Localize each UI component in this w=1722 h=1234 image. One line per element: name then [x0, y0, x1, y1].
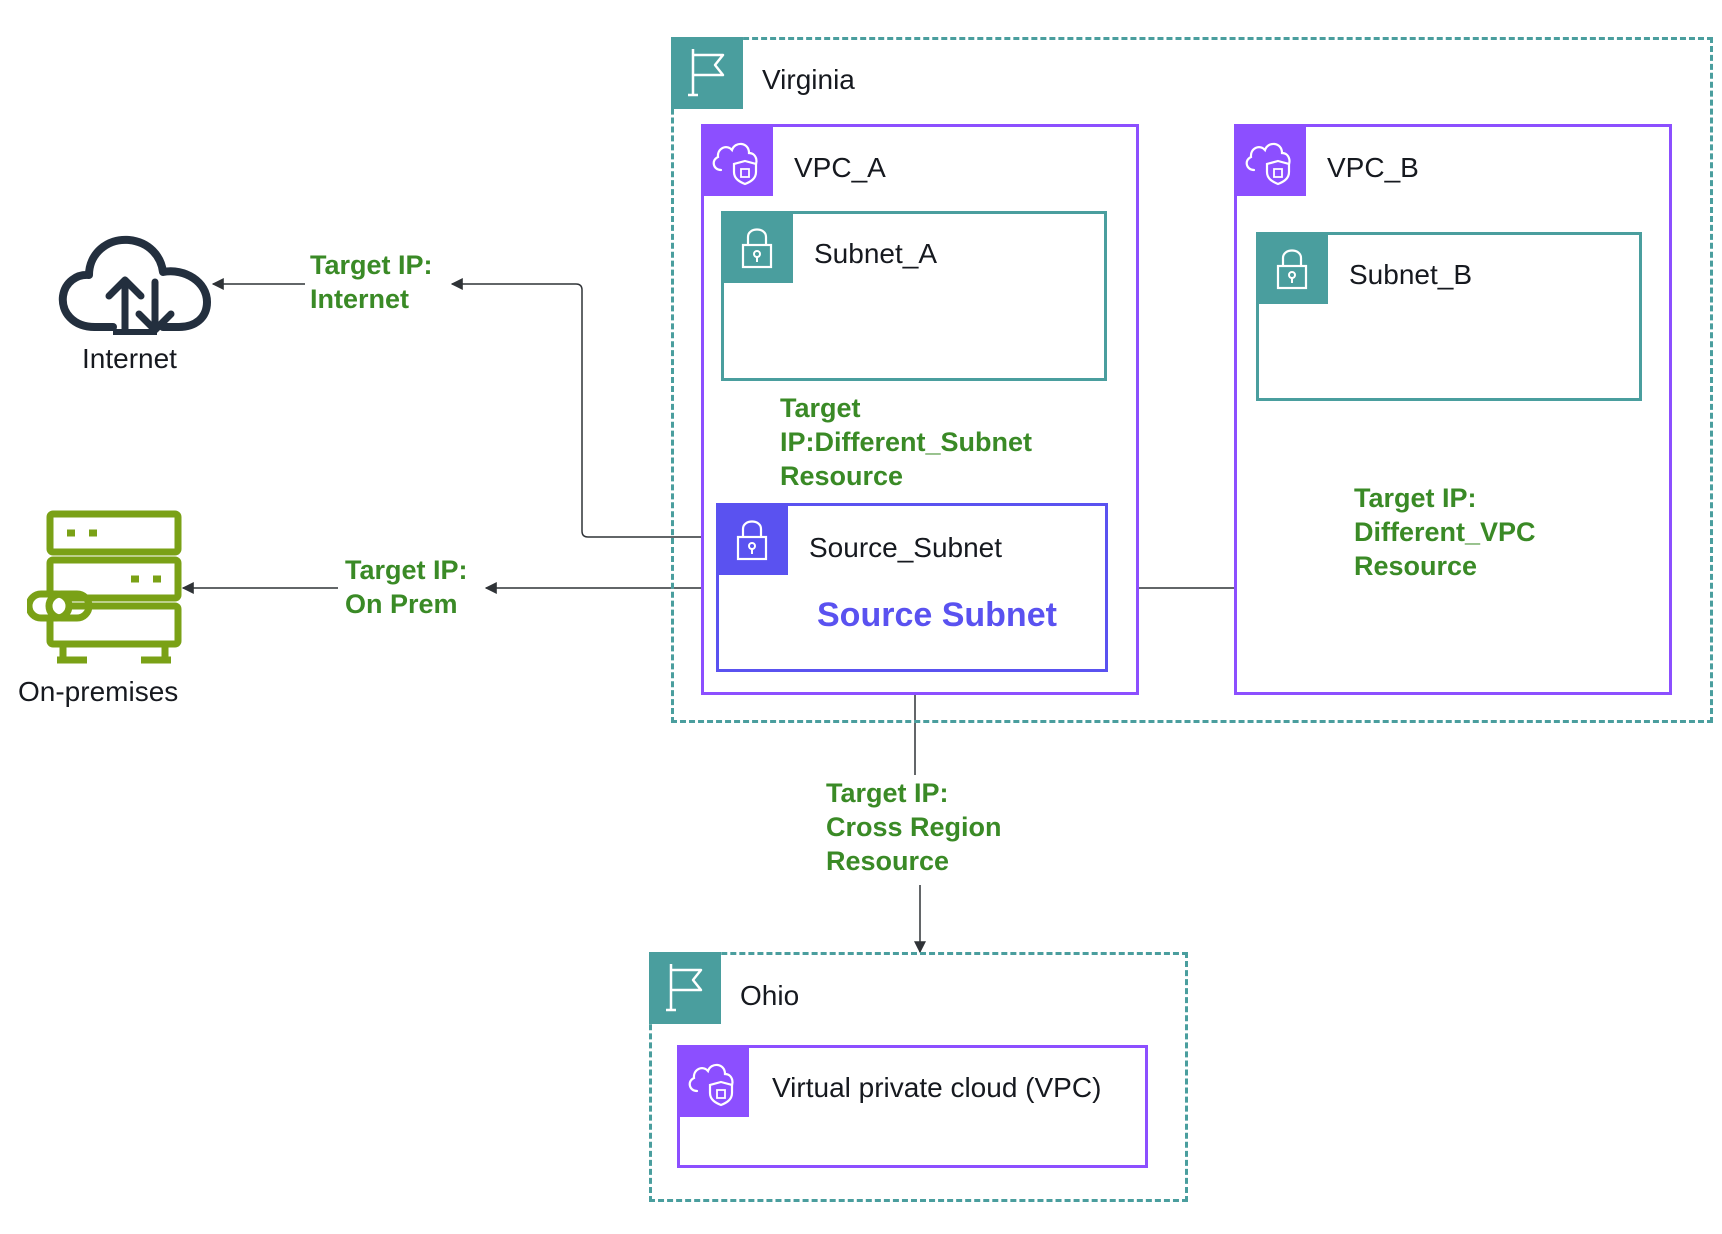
subnet-b: Subnet_B — [1256, 232, 1642, 401]
vpc-label: VPC_A — [794, 152, 886, 183]
lock-icon — [1256, 232, 1328, 304]
subnet-a: Subnet_A — [721, 211, 1107, 381]
lock-icon — [721, 211, 793, 283]
region-label: Virginia — [762, 64, 855, 95]
edge-label-different-vpc: Target IP: Different_VPC Resource — [1354, 483, 1536, 581]
subnet-label: Subnet_B — [1349, 259, 1472, 290]
onprem-node — [25, 510, 187, 670]
edge-label-different-subnet: Target IP:Different_Subnet Resource — [780, 393, 1033, 491]
source-subnet-title: Source Subnet — [817, 596, 1057, 634]
lock-icon — [716, 503, 788, 575]
vpc-ohio: Virtual private cloud (VPC) — [677, 1045, 1148, 1168]
edge-internet-line — [450, 278, 718, 538]
region-virginia: Virginia — [671, 37, 1713, 723]
subnet-label: Source_Subnet — [809, 532, 1003, 563]
flag-icon — [671, 37, 743, 109]
onprem-server-icon — [25, 510, 182, 664]
source-subnet: Source_Subnet Source Subnet — [716, 503, 1108, 672]
flag-icon — [649, 952, 721, 1024]
edge-label-onprem: Target IP: On Prem — [345, 555, 468, 619]
region-label: Ohio — [740, 980, 800, 1011]
onprem-label: On-premises — [18, 676, 179, 707]
vpc-cloud-shield-icon — [677, 1045, 749, 1117]
vpc-cloud-shield-icon — [1234, 124, 1306, 196]
edge-label-cross-region: Target IP: Cross Region Resource — [826, 778, 1002, 876]
internet-label: Internet — [82, 343, 177, 374]
internet-cloud-icon — [58, 235, 211, 335]
edge-label-internet: Target IP: Internet — [310, 250, 433, 314]
vpc-b: VPC_B — [1234, 124, 1672, 695]
region-ohio: Ohio — [649, 952, 1188, 1202]
internet-node — [55, 232, 215, 372]
vpc-label: VPC_B — [1327, 152, 1419, 183]
vpc-label: Virtual private cloud (VPC) — [772, 1072, 1102, 1103]
subnet-label: Subnet_A — [814, 238, 937, 269]
vpc-cloud-shield-icon — [701, 124, 773, 196]
